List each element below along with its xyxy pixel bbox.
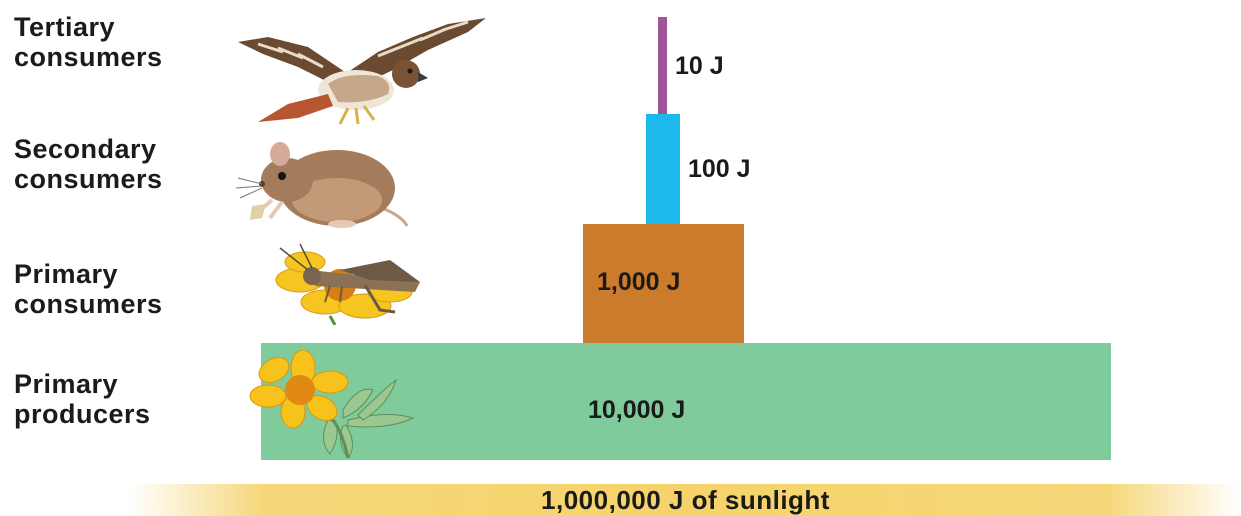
mouse-icon: [232, 138, 412, 230]
tertiary-energy-value: 10 J: [675, 52, 724, 81]
primary-consumer-energy-value: 1,000 J: [597, 268, 680, 297]
grasshopper-on-flower-icon: [270, 240, 435, 325]
flower-plant-icon: [248, 350, 418, 458]
secondary-consumers-bar: [646, 114, 680, 224]
label-primary-consumers: Primary consumers: [14, 259, 163, 319]
label-tertiary-consumers: Tertiary consumers: [14, 12, 163, 72]
tertiary-consumers-bar: [658, 17, 667, 114]
label-primary-producers: Primary producers: [14, 369, 151, 429]
hawk-icon: [228, 12, 498, 128]
sunlight-label: 1,000,000 J of sunlight: [130, 484, 1241, 516]
producer-energy-value: 10,000 J: [588, 396, 685, 425]
label-secondary-consumers: Secondary consumers: [14, 134, 163, 194]
sunlight-band: 1,000,000 J of sunlight: [130, 484, 1241, 516]
secondary-energy-value: 100 J: [688, 155, 751, 184]
